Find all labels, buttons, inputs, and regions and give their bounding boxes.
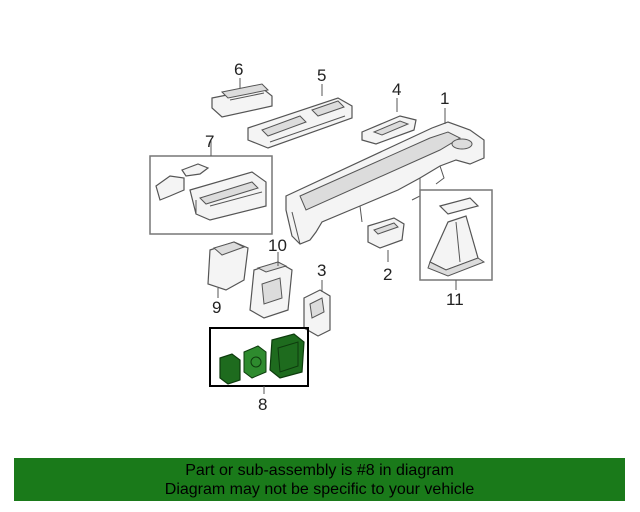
- part-11[interactable]: [427, 197, 486, 277]
- callout-5: 5: [317, 66, 326, 85]
- callout-10: 10: [268, 236, 287, 255]
- part-1[interactable]: [285, 121, 485, 245]
- part-4[interactable]: [361, 115, 417, 145]
- callout-4: 4: [392, 80, 401, 99]
- callout-8: 8: [258, 395, 267, 414]
- part-9[interactable]: [207, 241, 249, 291]
- callout-11: 11: [446, 290, 464, 309]
- callout-6: 6: [234, 60, 243, 79]
- info-banner: Part or sub-assembly is #8 in diagram Di…: [14, 458, 625, 501]
- part-5[interactable]: [247, 97, 353, 149]
- part-8[interactable]: [219, 333, 305, 385]
- banner-line-1: Part or sub-assembly is #8 in diagram: [185, 462, 454, 479]
- callout-9: 9: [212, 298, 221, 317]
- part-6[interactable]: [211, 83, 273, 118]
- banner-line-2: Diagram may not be specific to your vehi…: [164, 481, 475, 498]
- callout-7: 7: [205, 132, 214, 151]
- callout-2: 2: [383, 265, 392, 284]
- callout-3: 3: [317, 261, 326, 280]
- part-7[interactable]: [155, 163, 267, 221]
- callout-1: 1: [440, 89, 449, 108]
- part-10[interactable]: [249, 261, 293, 319]
- callout-box-8: [209, 327, 309, 387]
- part-2[interactable]: [367, 217, 405, 249]
